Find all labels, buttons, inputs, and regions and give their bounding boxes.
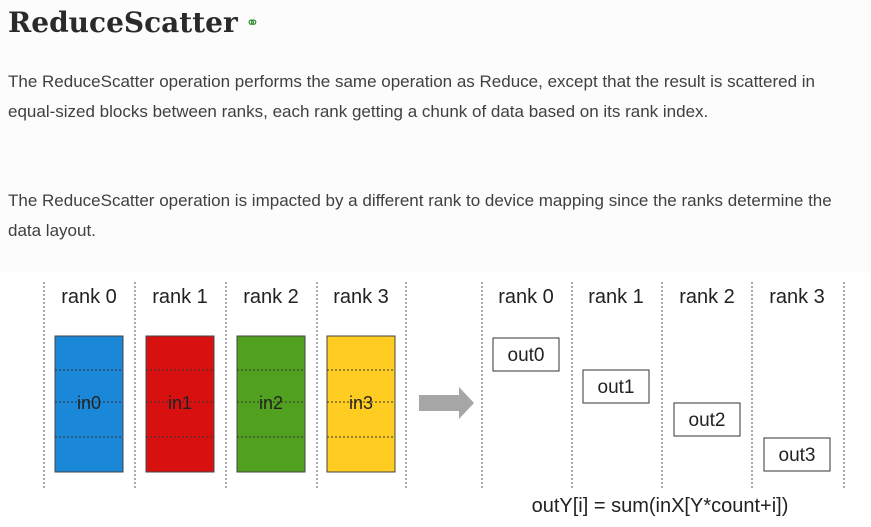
input-block-label: in3 [349,393,373,413]
link-icon[interactable]: ⚭ [245,13,260,32]
output-rank-header: rank 0 [498,286,554,308]
paragraph-description: The ReduceScatter operation performs the… [8,72,815,121]
output-block-label: out2 [689,410,726,431]
output-block-label: out1 [598,377,635,398]
input-block-label: in1 [168,393,192,413]
output-block-label: out3 [779,445,816,466]
input-block-in3: in3 [326,335,396,473]
input-block-in0: in0 [54,335,124,473]
input-blocks: in0 in1 in2 in3 [54,335,396,473]
output-block-out0: out0 [492,337,560,372]
paragraph-mapping-note: The ReduceScatter operation is impacted … [8,191,832,240]
output-block-label: out0 [508,345,545,366]
diagram-svg: rank 0 rank 1 rank 2 rank 3 in0 in1 in2 in3 ra… [43,282,845,517]
output-block-out2: out2 [673,402,741,437]
input-rank-header: rank 2 [243,286,299,308]
output-rank-headers: rank 0 rank 1 rank 2 rank 3 [498,286,825,308]
input-block-label: in0 [77,393,101,413]
output-rank-header: rank 1 [588,286,644,308]
input-block-label: in2 [259,393,283,413]
input-rank-header: rank 1 [152,286,208,308]
column-dividers [43,282,845,490]
output-rank-header: rank 2 [679,286,735,308]
arrow-icon [419,387,474,419]
heading-title: ReduceScatter [8,6,238,39]
page-heading: ReduceScatter ⚭ [8,6,259,39]
output-block-out1: out1 [582,369,650,404]
output-block-out3: out3 [763,437,831,472]
input-rank-header: rank 0 [61,286,117,308]
input-block-in2: in2 [236,335,306,473]
output-rank-header: rank 3 [769,286,825,308]
formula-label: outY[i] = sum(inX[Y*count+i]) [532,495,789,517]
input-rank-header: rank 3 [333,286,389,308]
reducescatter-diagram: rank 0 rank 1 rank 2 rank 3 in0 in1 in2 in3 ra… [0,272,871,527]
output-blocks: out0 out1 out2 out3 [492,337,831,472]
input-rank-headers: rank 0 rank 1 rank 2 rank 3 [61,286,389,308]
input-block-in1: in1 [145,335,215,473]
